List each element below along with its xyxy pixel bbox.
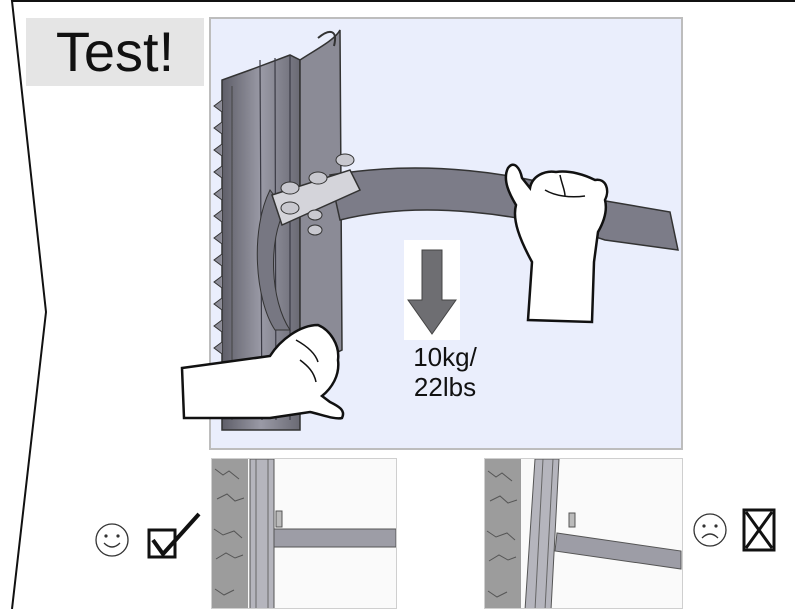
load-label: 10kg/ 22lbs	[390, 342, 500, 402]
checkbox-crossed-icon	[740, 504, 782, 556]
wrong-mounting-image	[484, 458, 683, 609]
correct-mounting-image	[211, 458, 397, 609]
smiley-face-icon	[94, 522, 130, 558]
frowny-face-icon	[692, 512, 728, 548]
right-hand-icon	[506, 165, 607, 322]
checkbox-checked-icon	[145, 510, 203, 562]
down-arrow-icon	[404, 240, 460, 340]
load-line-2: 22lbs	[390, 372, 500, 402]
load-line-1: 10kg/	[390, 342, 500, 372]
wrong-mounting-drawing	[485, 459, 683, 609]
correct-mounting-drawing	[212, 459, 397, 609]
